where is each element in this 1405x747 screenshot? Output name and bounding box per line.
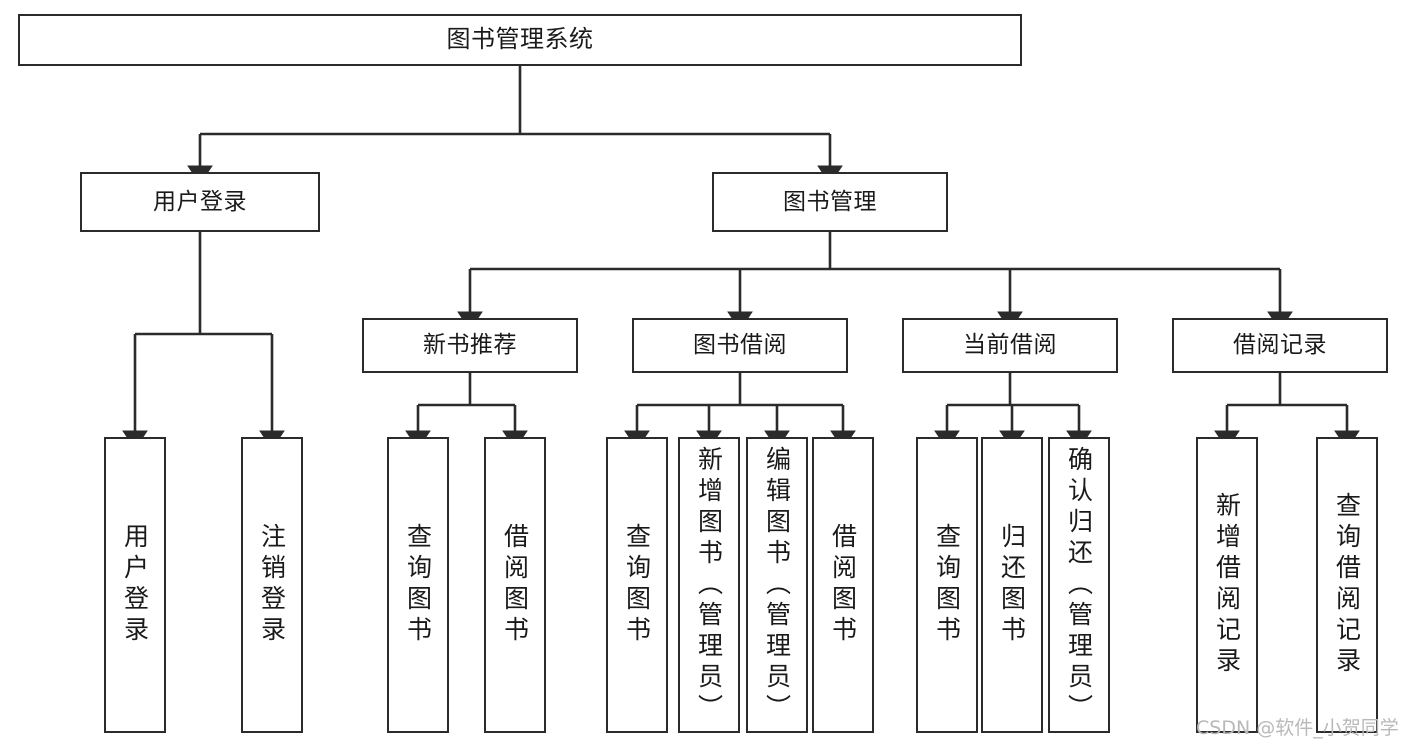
node-box-l3_b1[interactable]: 查询图书 bbox=[387, 437, 449, 733]
node-box-l3_e2[interactable]: 查询借阅记录 bbox=[1316, 437, 1378, 733]
node-label-l3_c2: 新增图书（管理员） bbox=[694, 445, 724, 725]
node-box-l3_e1[interactable]: 新增借阅记录 bbox=[1196, 437, 1258, 733]
node-label-l3_b1: 查询图书 bbox=[403, 523, 433, 647]
node-label-l3_d1: 查询图书 bbox=[932, 523, 962, 647]
node-box-l2_cur[interactable]: 当前借阅 bbox=[902, 318, 1118, 373]
node-label-l1_login: 用户登录 bbox=[153, 188, 247, 215]
node-box-l3_d2[interactable]: 归还图书 bbox=[981, 437, 1043, 733]
node-box-l3_b2[interactable]: 借阅图书 bbox=[484, 437, 546, 733]
node-label-l3_c3: 编辑图书（管理员） bbox=[762, 445, 792, 725]
node-box-l3_c2[interactable]: 新增图书（管理员） bbox=[678, 437, 740, 733]
node-label-l3_e2: 查询借阅记录 bbox=[1332, 492, 1362, 678]
node-label-l2_cur: 当前借阅 bbox=[963, 332, 1057, 359]
node-box-l3_c1[interactable]: 查询图书 bbox=[606, 437, 668, 733]
node-label-root: 图书管理系统 bbox=[446, 25, 594, 54]
node-box-l3_c3[interactable]: 编辑图书（管理员） bbox=[746, 437, 808, 733]
node-label-l2_rec: 借阅记录 bbox=[1233, 332, 1327, 359]
node-box-l2_borrow[interactable]: 图书借阅 bbox=[632, 318, 848, 373]
node-label-l1_book: 图书管理 bbox=[783, 188, 877, 215]
node-label-l3_a1: 用户登录 bbox=[120, 523, 150, 647]
node-box-root[interactable]: 图书管理系统 bbox=[18, 14, 1022, 66]
node-box-l1_login[interactable]: 用户登录 bbox=[80, 172, 320, 232]
node-label-l3_a2: 注销登录 bbox=[257, 523, 287, 647]
node-label-l3_c4: 借阅图书 bbox=[828, 523, 858, 647]
node-box-l3_c4[interactable]: 借阅图书 bbox=[812, 437, 874, 733]
node-label-l2_new: 新书推荐 bbox=[423, 332, 517, 359]
node-label-l3_d2: 归还图书 bbox=[997, 523, 1027, 647]
node-label-l3_c1: 查询图书 bbox=[622, 523, 652, 647]
node-box-l3_d1[interactable]: 查询图书 bbox=[916, 437, 978, 733]
node-box-l3_d3[interactable]: 确认归还（管理员） bbox=[1048, 437, 1110, 733]
node-label-l3_e1: 新增借阅记录 bbox=[1212, 492, 1242, 678]
node-box-l3_a1[interactable]: 用户登录 bbox=[104, 437, 166, 733]
node-box-l2_rec[interactable]: 借阅记录 bbox=[1172, 318, 1388, 373]
node-box-l2_new[interactable]: 新书推荐 bbox=[362, 318, 578, 373]
node-label-l3_d3: 确认归还（管理员） bbox=[1064, 445, 1094, 725]
node-label-l2_borrow: 图书借阅 bbox=[693, 332, 787, 359]
node-label-l3_b2: 借阅图书 bbox=[500, 523, 530, 647]
node-box-l3_a2[interactable]: 注销登录 bbox=[241, 437, 303, 733]
node-box-l1_book[interactable]: 图书管理 bbox=[712, 172, 948, 232]
